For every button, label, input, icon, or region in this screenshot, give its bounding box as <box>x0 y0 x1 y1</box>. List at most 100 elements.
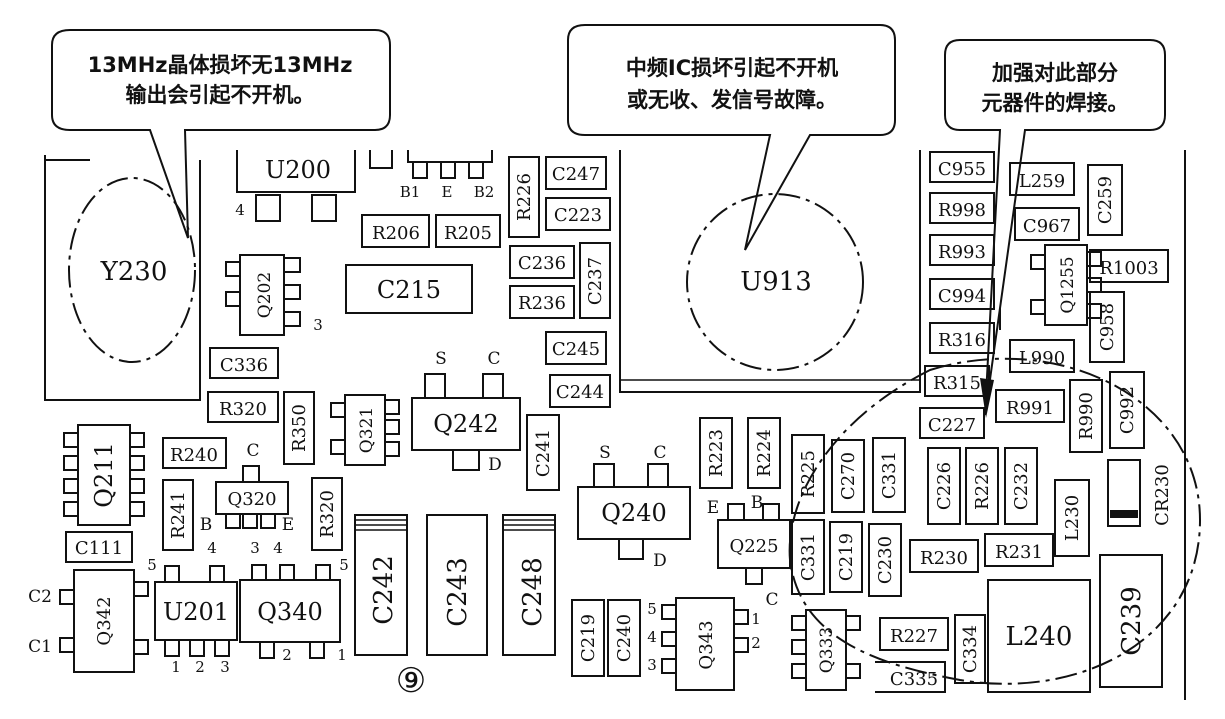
label-q340: Q340 <box>257 598 322 626</box>
label-c967: C967 <box>1023 216 1071 237</box>
callout-crystal: 13MHz晶体损坏无13MHz 输出会引起不开机。 <box>51 29 391 239</box>
label-l259: L259 <box>1019 171 1065 192</box>
component-r315: R315 <box>924 365 990 397</box>
label-c215: C215 <box>377 276 441 304</box>
pin-u201-3: 3 <box>220 658 230 676</box>
component-c219a: C219 <box>571 599 605 677</box>
label-r320b: R320 <box>317 490 338 538</box>
pin-q342-c2: C2 <box>28 587 52 607</box>
component-c245: C245 <box>545 331 607 365</box>
component-q240: Q240 S C D <box>577 443 691 571</box>
component-c992: C992 <box>1109 371 1145 449</box>
pin-q320-c: C <box>246 441 259 461</box>
component-c336: C336 <box>209 347 279 379</box>
callout-if-ic: 中频IC损坏引起不开机 或无收、发信号故障。 <box>567 24 896 251</box>
label-cr230: CR230 <box>1152 464 1173 526</box>
label-r998: R998 <box>938 200 986 221</box>
component-r998: R998 <box>929 192 995 224</box>
component-l240: L240 <box>987 579 1091 693</box>
label-c237: C237 <box>585 257 606 305</box>
label-c244: C244 <box>556 382 604 403</box>
label-q342: Q342 <box>94 596 115 645</box>
component-c215: C215 <box>345 264 473 314</box>
label-r991: R991 <box>1006 398 1054 419</box>
component-c241: C241 <box>526 414 560 491</box>
component-c226: C226 <box>927 447 961 525</box>
component-c331b: C331 <box>791 519 825 595</box>
component-c243: C243 <box>426 514 488 656</box>
pin-q225-e: E <box>707 498 719 518</box>
pin-q342-c1: C1 <box>28 637 52 657</box>
component-c242: C242 <box>354 514 408 656</box>
label-c223: C223 <box>554 205 602 226</box>
pin-q340-3: 3 <box>250 539 260 557</box>
component-q211: Q211 <box>63 424 145 526</box>
component-c230: C230 <box>868 523 902 597</box>
label-c230: C230 <box>875 536 896 584</box>
component-r224: R224 <box>747 417 781 489</box>
component-c219b: C219 <box>829 521 863 593</box>
component-r316: R316 <box>929 322 995 354</box>
pin-b1: B1 <box>400 183 421 201</box>
label-r223: R223 <box>706 429 727 477</box>
component-l990: L990 <box>1009 339 1075 373</box>
label-c239: C239 <box>1117 586 1147 656</box>
pin-q343-5: 5 <box>647 600 657 618</box>
component-c227: C227 <box>919 407 985 439</box>
pin-q340-5: 5 <box>339 556 349 574</box>
pin-q343-1: 1 <box>751 610 761 628</box>
label-r990: R990 <box>1076 392 1097 440</box>
component-r320b: R320 <box>311 477 343 551</box>
label-q333: Q333 <box>817 627 837 673</box>
component-c270: C270 <box>831 439 865 513</box>
label-u200: U200 <box>265 156 331 184</box>
label-q343: Q343 <box>696 620 717 669</box>
label-y230: Y230 <box>100 257 168 287</box>
pin-q343-4: 4 <box>647 628 657 646</box>
label-r236: R236 <box>518 293 566 314</box>
component-u201: U201 5 4 1 2 3 <box>147 539 238 676</box>
pin-q340-1: 1 <box>337 646 347 664</box>
label-c236: C236 <box>518 253 566 274</box>
pin-u201-4: 4 <box>207 539 217 557</box>
label-q225: Q225 <box>729 536 778 557</box>
callout-solder: 加强对此部分 元器件的焊接。 <box>944 39 1166 416</box>
label-c219a: C219 <box>578 614 599 662</box>
component-r236: R236 <box>509 285 575 319</box>
component-c237: C237 <box>579 242 611 319</box>
callout-crystal-line2: 输出会引起不开机。 <box>126 83 315 107</box>
pin-q202-3: 3 <box>313 316 323 334</box>
component-c240: C240 <box>607 599 641 677</box>
label-c243: C243 <box>443 557 473 627</box>
callout-solder-line1: 加强对此部分 <box>991 61 1118 85</box>
pin-q343-3: 3 <box>647 656 657 674</box>
label-q202: Q202 <box>255 272 275 318</box>
component-r205: R205 <box>435 214 501 248</box>
label-c270: C270 <box>838 452 859 500</box>
component-c111: C111 <box>65 531 133 563</box>
label-c248: C248 <box>518 557 548 627</box>
component-l259: L259 <box>1009 162 1075 196</box>
label-q242: Q242 <box>433 410 498 438</box>
label-l240: L240 <box>1006 622 1073 652</box>
pin-q225-c: C <box>765 590 778 610</box>
component-r993: R993 <box>929 234 995 266</box>
label-c334: C334 <box>960 625 981 673</box>
component-r226a: R226 <box>508 156 540 238</box>
pin-q240-d: D <box>653 551 667 571</box>
label-c247: C247 <box>552 164 600 185</box>
component-c247: C247 <box>545 156 607 190</box>
label-c227: C227 <box>928 415 976 436</box>
component-c331a: C331 <box>872 437 906 513</box>
label-u201: U201 <box>163 598 229 626</box>
pin-q240-s: S <box>599 443 611 463</box>
label-c242: C242 <box>369 555 399 625</box>
label-r240: R240 <box>170 445 218 466</box>
component-r227: R227 <box>879 617 949 651</box>
label-c240: C240 <box>614 614 635 662</box>
callout-if-ic-line2: 或无收、发信号故障。 <box>627 88 837 112</box>
label-c232: C232 <box>1011 462 1032 510</box>
label-r230: R230 <box>920 548 968 569</box>
component-r223: R223 <box>699 417 733 489</box>
